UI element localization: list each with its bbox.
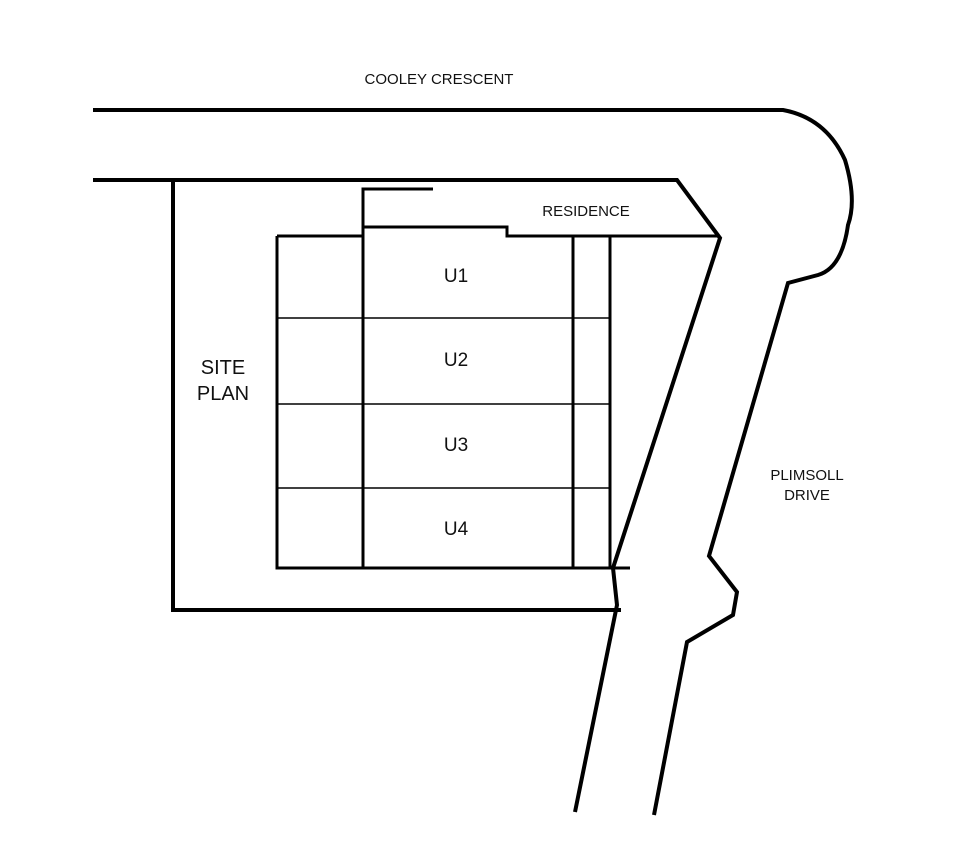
road-inner-edge [93,178,723,813]
unit-label-u1: U1 [444,266,468,287]
unit-label-u2: U2 [444,350,468,371]
residence-outline [361,187,433,232]
residence-wall [277,225,720,238]
street-label-cooley-crescent: COOLEY CRESCENT [365,71,514,88]
unit-label-u4: U4 [444,519,469,540]
street-label-plimsoll-line2: DRIVE [784,487,830,504]
residence-label: RESIDENCE [542,203,630,220]
unit-label-u3: U3 [444,435,468,456]
site-boundary [171,180,621,612]
site-label-line2: PLAN [197,383,249,405]
road-outer-edge [93,108,854,816]
street-label-plimsoll-line1: PLIMSOLL [770,467,843,484]
site-label-line1: SITE [201,357,245,379]
units-block-outline [275,236,630,570]
